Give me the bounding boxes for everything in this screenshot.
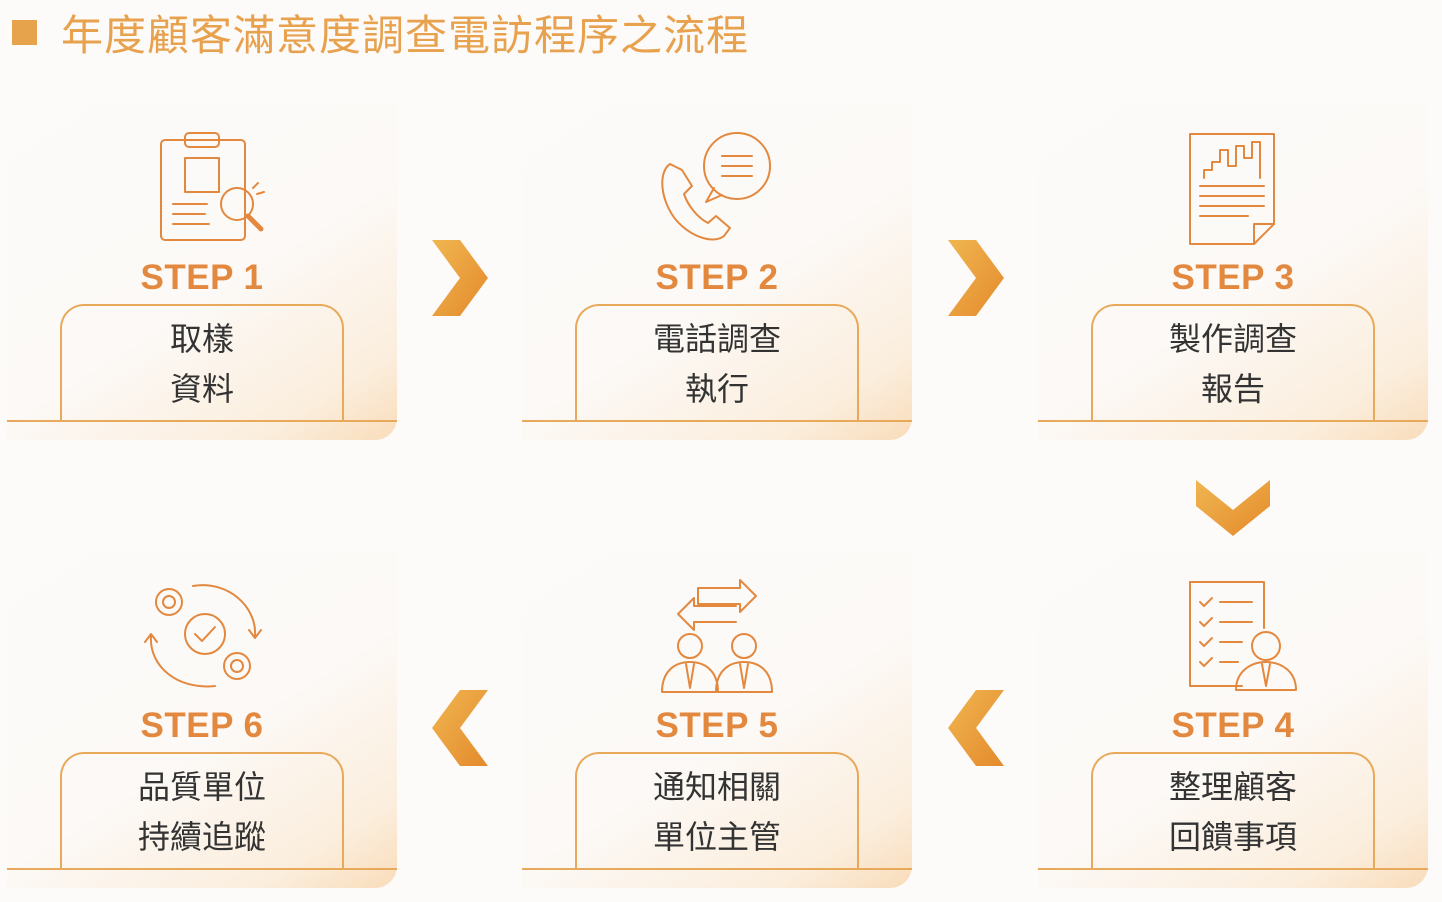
chevron-down-icon xyxy=(1196,480,1270,536)
step-text-box: 取樣 資料 xyxy=(60,304,344,422)
step-card-5: STEP 5 通知相關 單位主管 xyxy=(522,550,912,888)
title-marker xyxy=(12,19,37,45)
step-text-line2: 報告 xyxy=(1200,370,1265,408)
chevron-right-icon xyxy=(948,240,1004,316)
step-label: STEP 3 xyxy=(1171,258,1295,297)
step-label: STEP 1 xyxy=(140,258,264,297)
chevron-left-icon xyxy=(432,690,488,766)
step-card-2: STEP 2 電話調查 執行 xyxy=(522,102,912,440)
gears-cycle-icon xyxy=(144,584,262,688)
step-text-line1: 取樣 xyxy=(169,320,234,358)
step-baseline xyxy=(1038,420,1428,422)
checklist-person-icon xyxy=(1189,581,1297,691)
step-card-3: STEP 3 製作調查 報告 xyxy=(1038,102,1428,440)
chevron-right-icon xyxy=(432,240,488,316)
step-text-line1: 製作調查 xyxy=(1168,320,1297,358)
step-baseline xyxy=(522,420,912,422)
step-text-line1: 通知相關 xyxy=(652,768,781,806)
step-card-4: STEP 4 整理顧客 回饋事項 xyxy=(1038,550,1428,888)
step-text-line1: 品質單位 xyxy=(137,768,266,806)
page-title: 年度顧客滿意度調查電訪程序之流程 xyxy=(61,10,750,60)
step-text-line1: 電話調查 xyxy=(652,320,781,358)
people-exchange-icon xyxy=(661,579,773,693)
chevron-left-icon xyxy=(948,690,1004,766)
step-text-line2: 執行 xyxy=(684,370,749,408)
step-text-line1: 整理顧客 xyxy=(1168,768,1297,806)
step-card-1: STEP 1 取樣 資料 xyxy=(7,102,397,440)
step-text-box: 品質單位 持續追蹤 xyxy=(60,752,344,870)
page-header: 年度顧客滿意度調查電訪程序之流程 xyxy=(12,2,749,62)
step-baseline xyxy=(7,868,397,870)
step-label: STEP 5 xyxy=(655,706,779,745)
step-text-box: 電話調查 執行 xyxy=(575,304,859,422)
step-baseline xyxy=(522,868,912,870)
step-baseline xyxy=(7,420,397,422)
step-label: STEP 2 xyxy=(655,258,779,297)
step-text-line2: 資料 xyxy=(169,370,234,408)
step-card-6: STEP 6 品質單位 持續追蹤 xyxy=(7,550,397,888)
step-text-line2: 持續追蹤 xyxy=(137,818,266,856)
clipboard-search-icon xyxy=(160,132,265,241)
phone-chat-icon xyxy=(661,132,771,241)
step-text-box: 製作調查 報告 xyxy=(1091,304,1375,422)
step-baseline xyxy=(1038,868,1428,870)
report-chart-icon xyxy=(1189,133,1275,245)
step-text-line2: 單位主管 xyxy=(652,818,781,856)
step-label: STEP 4 xyxy=(1171,706,1295,745)
step-text-box: 通知相關 單位主管 xyxy=(575,752,859,870)
step-label: STEP 6 xyxy=(140,706,264,745)
step-text-box: 整理顧客 回饋事項 xyxy=(1091,752,1375,870)
step-text-line2: 回饋事項 xyxy=(1168,818,1297,856)
